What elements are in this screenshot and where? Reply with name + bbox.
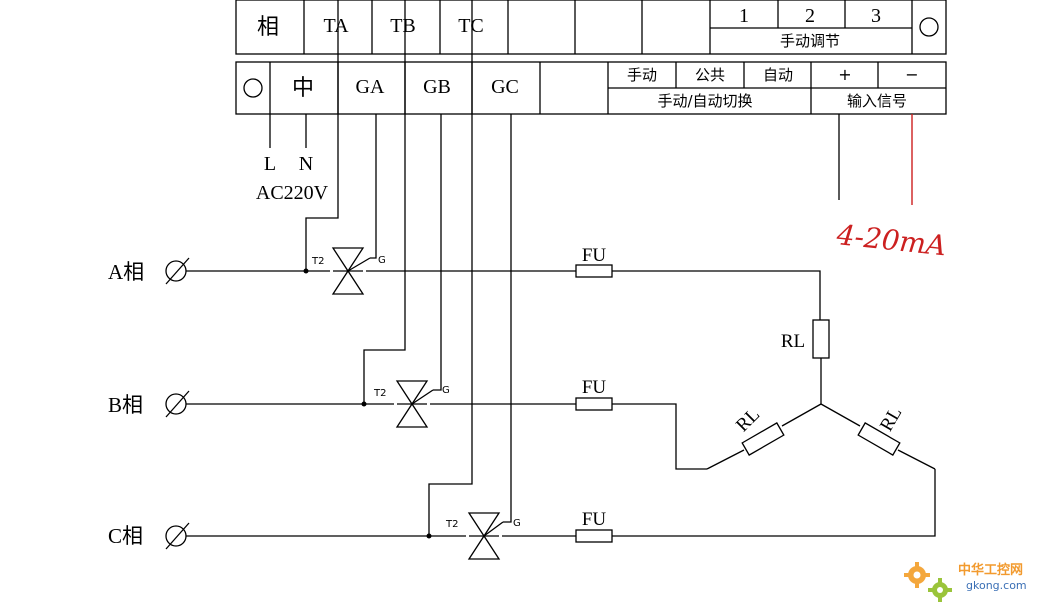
manual-position-1: 1 [739, 5, 749, 27]
bottom-cell-neutral: 中 [292, 75, 314, 100]
terminal-block-top: 相 TA TB TC 1 2 3 手动调节 [235, 0, 947, 55]
phase-c-gate-label: G [513, 518, 521, 529]
trigger-wiring [305, 0, 512, 536]
input-plus: + [838, 65, 851, 84]
top-cell-ta: TA [323, 15, 349, 37]
mounting-hole-right [919, 17, 939, 37]
phase-b: B相 T2 G FU [108, 377, 707, 470]
manual-adjust-label: 手动调节 [780, 32, 840, 50]
power-supply: L N AC220V [256, 114, 329, 204]
switch-label: 手动/自动切换 [657, 92, 752, 110]
top-cell-tb: TB [390, 15, 416, 37]
label-line: L [264, 153, 276, 175]
star-load: RL RL RL [706, 319, 936, 470]
phase-a-junction [303, 268, 309, 274]
switch-option-auto: 自动 [763, 66, 793, 84]
manual-position-3: 3 [871, 5, 881, 27]
phase-c-fuse-label: FU [582, 509, 607, 530]
phase-c-junction [426, 533, 432, 539]
phase-a-label: A相 [108, 260, 144, 284]
phase-a-t2-label: T2 [311, 256, 324, 267]
label-voltage: AC220V [256, 182, 329, 204]
load-label-right: RL [876, 403, 906, 435]
phase-a-gate-label: G [378, 255, 386, 266]
phase-b-fuse [575, 397, 613, 411]
signal-range-label: 4-20mA [834, 218, 948, 262]
input-signal-label: 输入信号 [847, 92, 907, 110]
bottom-cell-gb: GB [423, 76, 451, 98]
phase-c: C相 T2 G FU [108, 469, 936, 550]
switch-option-manual: 手动 [627, 66, 657, 84]
phase-c-label: C相 [108, 524, 143, 548]
input-minus: − [905, 65, 918, 84]
switch-option-common: 公共 [695, 66, 725, 84]
load-label-left: RL [732, 404, 764, 436]
watermark: 中华工控网 gkong.com [904, 562, 1027, 602]
phase-b-junction [361, 401, 367, 407]
bottom-cell-ga: GA [356, 76, 385, 98]
mounting-hole-left [243, 78, 263, 98]
manual-position-2: 2 [805, 5, 815, 27]
load-resistor-right [857, 422, 901, 456]
phase-a-fuse-label: FU [582, 245, 607, 266]
label-neutral: N [299, 153, 313, 175]
watermark-domain: gkong.com [966, 579, 1027, 592]
top-cell-phase: 相 [257, 14, 279, 39]
phase-b-fuse-label: FU [582, 377, 607, 398]
phase-b-label: B相 [108, 393, 143, 417]
gear-icon [904, 562, 952, 602]
bottom-cell-gc: GC [491, 76, 519, 98]
signal-annotation: 4-20mA [834, 114, 948, 262]
triac-a [330, 246, 371, 296]
phase-c-fuse [575, 529, 613, 543]
triac-b [394, 379, 434, 429]
phase-b-gate-label: G [442, 385, 450, 396]
triac-c [466, 511, 504, 561]
terminal-block-bottom: 中 GA GB GC 手动 公共 自动 手动/自动切换 + − 输入信号 [235, 61, 947, 115]
phase-b-t2-label: T2 [373, 388, 386, 399]
phase-c-t2-label: T2 [445, 519, 458, 530]
phase-a-fuse [575, 264, 613, 278]
top-cell-tc: TC [458, 15, 484, 37]
load-resistor-top [812, 319, 830, 359]
watermark-name: 中华工控网 [958, 562, 1023, 578]
load-resistor-left [741, 422, 785, 456]
load-label-top: RL [781, 331, 805, 352]
phase-a: A相 T2 G FU [108, 245, 821, 320]
